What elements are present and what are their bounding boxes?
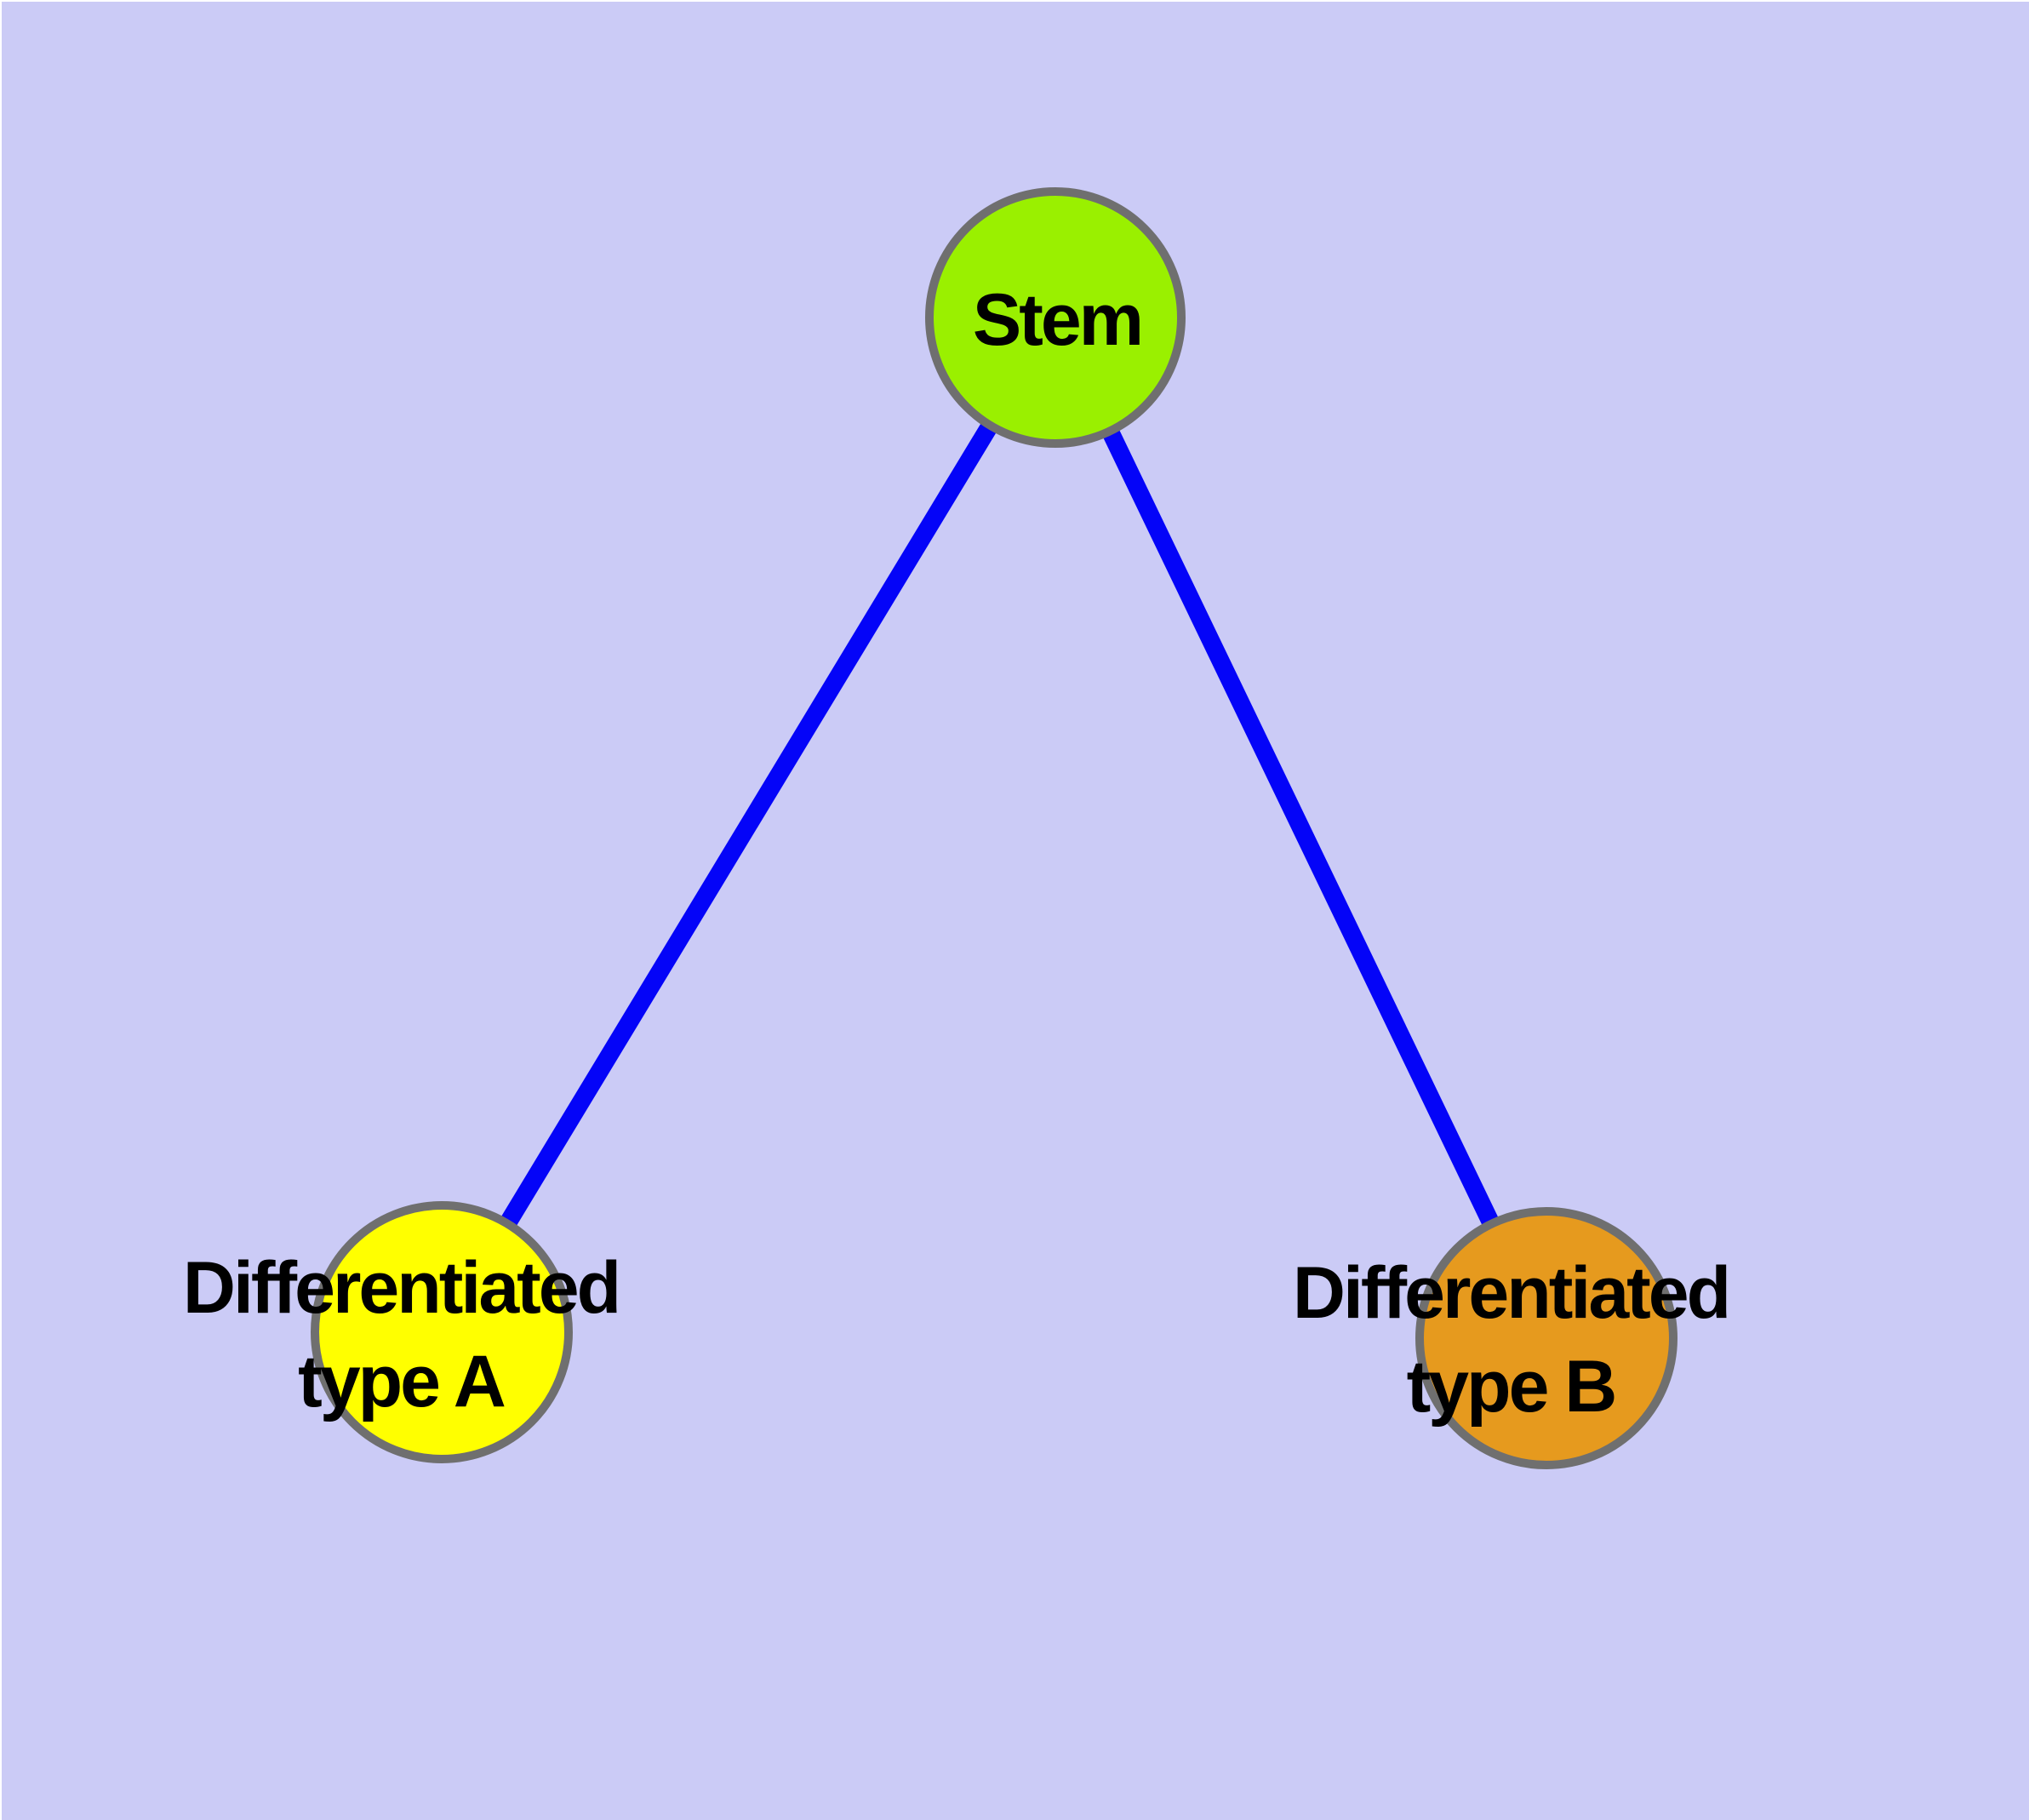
edge-stem-to-type-a	[432, 308, 1065, 1342]
node-type-a-circle	[311, 1201, 573, 1463]
edge-stem-to-type-b	[1046, 308, 1556, 1348]
node-stem-circle	[925, 187, 1186, 448]
node-type-b-circle	[1415, 1207, 1677, 1469]
